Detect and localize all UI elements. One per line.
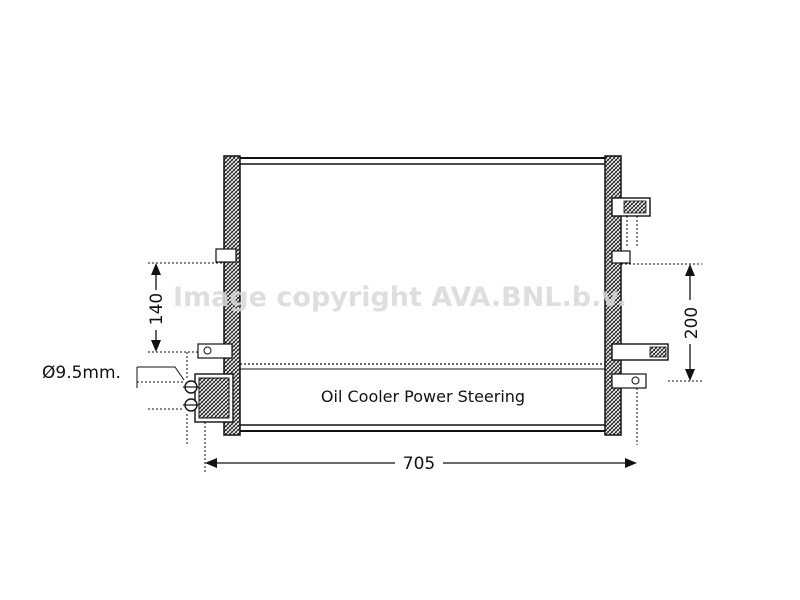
left-mount-bracket <box>215 248 237 263</box>
dimension-140: 140 <box>147 263 167 352</box>
left-tank <box>183 155 241 436</box>
pipe-diameter-label: Ø9.5mm. <box>42 363 121 383</box>
dimension-140-label: 140 <box>147 293 167 325</box>
dimension-705: 705 <box>205 454 637 474</box>
radiator-core <box>240 157 605 432</box>
copyright-watermark: Image copyright AVA.BNL.b.v. <box>173 282 627 313</box>
pipe-diameter-leader <box>136 366 185 388</box>
dimension-705-label: 705 <box>403 454 435 474</box>
dimension-200-label: 200 <box>682 307 702 339</box>
right-mount-bracket <box>611 250 631 264</box>
extension-lines <box>137 216 702 472</box>
right-pin-fitting <box>611 373 647 389</box>
right-tank <box>604 155 669 436</box>
left-pin-fitting <box>197 343 233 359</box>
oil-cooler-label: Oil Cooler Power Steering <box>321 387 525 406</box>
dimension-200: 200 <box>682 264 702 381</box>
